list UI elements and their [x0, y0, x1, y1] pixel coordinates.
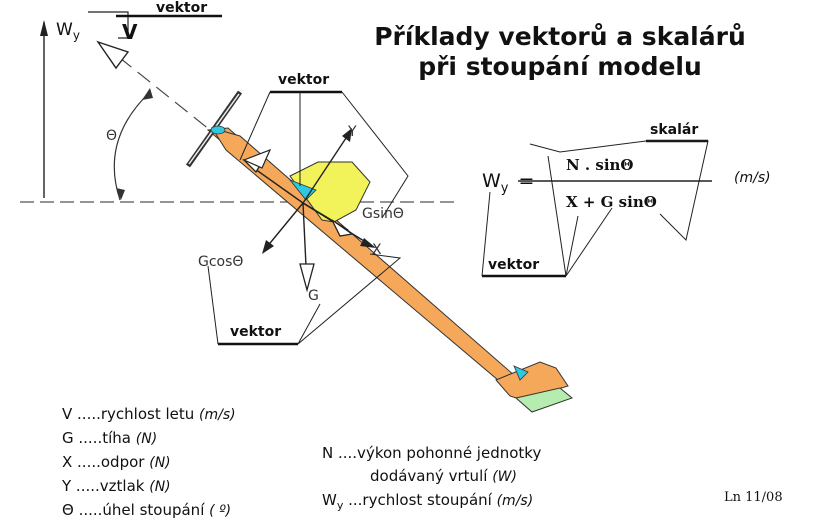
vector-g-arrowhead [299, 263, 315, 293]
legend-item-n-unit: (W) [492, 469, 517, 485]
vector-gsin-arrowhead [331, 219, 354, 237]
legend-item-x: X .....odpor (N) [62, 451, 236, 475]
wy-subscript: y [72, 28, 80, 43]
formula-unit: (m/s) [734, 170, 771, 186]
gsin-label: GsinΘ [362, 206, 404, 222]
v-label: V [122, 20, 138, 44]
vector-g-line [302, 202, 307, 267]
gcos-text: Gcos [198, 254, 233, 270]
legend-item-wy-text: ...rychlost stoupání [343, 491, 492, 509]
gsin-text: Gsin [362, 206, 393, 222]
legend-item-g-unit: (N) [135, 431, 158, 447]
legend-item-v-unit: (m/s) [199, 407, 236, 423]
v-label-bracket [88, 11, 129, 39]
legend-item-n: N ....výkon pohonné jednotky [322, 444, 542, 462]
wing [289, 161, 371, 223]
vektor-right-leaders [481, 191, 491, 277]
vektor-mid-leader-b [297, 303, 321, 345]
formula-lhs-sub: y [500, 180, 509, 196]
legend-item-g-text: G .....tíha [62, 429, 131, 447]
formula-equals: = [518, 170, 535, 192]
legend-item-n-line2-text: dodávaný vrtulí [370, 467, 488, 485]
theta-label: Θ [106, 128, 118, 144]
formula-numerator: N . sinΘ [566, 156, 634, 174]
gcos-label: GcosΘ [198, 254, 243, 270]
legend-item-x-unit: (N) [149, 455, 171, 471]
legend-item-n-line2: dodávaný vrtulí (W) [322, 465, 541, 489]
legend-item-x-text: X .....odpor [62, 453, 145, 471]
vektor-mid-leaders [207, 265, 219, 345]
legend-item-wy-symbol: W [322, 491, 337, 509]
vektor-tag-airplane: vektor [278, 72, 330, 88]
x-force-label: X [372, 242, 382, 258]
legend-item-wy-unit: (m/s) [496, 493, 534, 509]
legend-item-wy: Wy ...rychlost stoupání (m/s) [322, 489, 541, 517]
vektor-mid-leader-c [297, 253, 402, 345]
velocity-arrowhead [96, 40, 130, 70]
vektor-right-leader-d [565, 207, 613, 277]
legend-item-theta: Θ .....úhel stoupání ( º) [62, 499, 236, 523]
vector-y-arrowhead [342, 128, 352, 142]
vector-x-arrowhead [360, 238, 376, 248]
legend-item-theta-text: Θ .....úhel stoupání [62, 501, 205, 519]
legend-item-v: V .....rychlost letu (m/s) [62, 403, 236, 427]
vektor-tag-bottom: vektor [230, 324, 282, 340]
gcos-theta: Θ [232, 254, 244, 270]
wing-root [288, 179, 317, 201]
legend-item-v-text: V .....rychlost letu [62, 405, 195, 423]
skalar-leaders [529, 140, 709, 241]
theta-arc-arrowhead-bottom [116, 188, 125, 200]
skalar-tag: skalár [650, 122, 699, 138]
formula-denominator: X + G sinΘ [566, 193, 657, 211]
legend-item-theta-unit: ( º) [209, 503, 232, 519]
formula-lhs: Wy = [482, 170, 534, 196]
legend-left: V .....rychlost letu (m/s) G .....tíha (… [62, 403, 236, 523]
wy-symbol: W [56, 20, 73, 40]
vektor-top-leader-c [341, 91, 409, 219]
wy-label: Wy [56, 20, 80, 42]
legend-right: N ....výkon pohonné jednotky dodávaný vr… [322, 442, 541, 517]
legend-item-y-unit: (N) [149, 479, 171, 495]
vertical-axis-arrowhead [40, 20, 48, 36]
footer-id: Ln 11/08 [724, 490, 783, 505]
vektor-tag-formula: vektor [488, 257, 540, 273]
vektor-top-leaders [239, 91, 271, 161]
gsin-theta: Θ [392, 206, 404, 222]
legend-item-wy-sub: y [336, 499, 344, 512]
vektor-right-leader-c [565, 215, 579, 277]
vector-y-line [302, 131, 351, 204]
title-line-2: při stoupání modelu [418, 52, 702, 81]
spinner [210, 125, 226, 135]
vector-gcos-line [265, 202, 304, 249]
tail-green [514, 387, 573, 413]
legend-item-y: Y .....vztlak (N) [62, 475, 236, 499]
forward-arrow [242, 148, 272, 169]
vector-gcos-arrowhead [262, 240, 274, 254]
tail-cyan [513, 365, 529, 381]
vektor-tag-top-left: vektor [156, 0, 208, 16]
page-title: Příklady vektorů a skalárů při stoupání … [348, 22, 772, 82]
legend-item-g: G .....tíha (N) [62, 427, 236, 451]
formula-lhs-symbol: W [482, 170, 501, 192]
y-force-label: Y [348, 124, 357, 140]
theta-arc-arrowhead-top [142, 88, 153, 100]
theta-arc [113, 91, 151, 201]
legend-item-y-text: Y .....vztlak [62, 477, 145, 495]
g-force-label: G [308, 288, 319, 304]
vektor-right-leader-b [547, 155, 567, 277]
title-line-1: Příklady vektorů a skalárů [374, 22, 746, 51]
